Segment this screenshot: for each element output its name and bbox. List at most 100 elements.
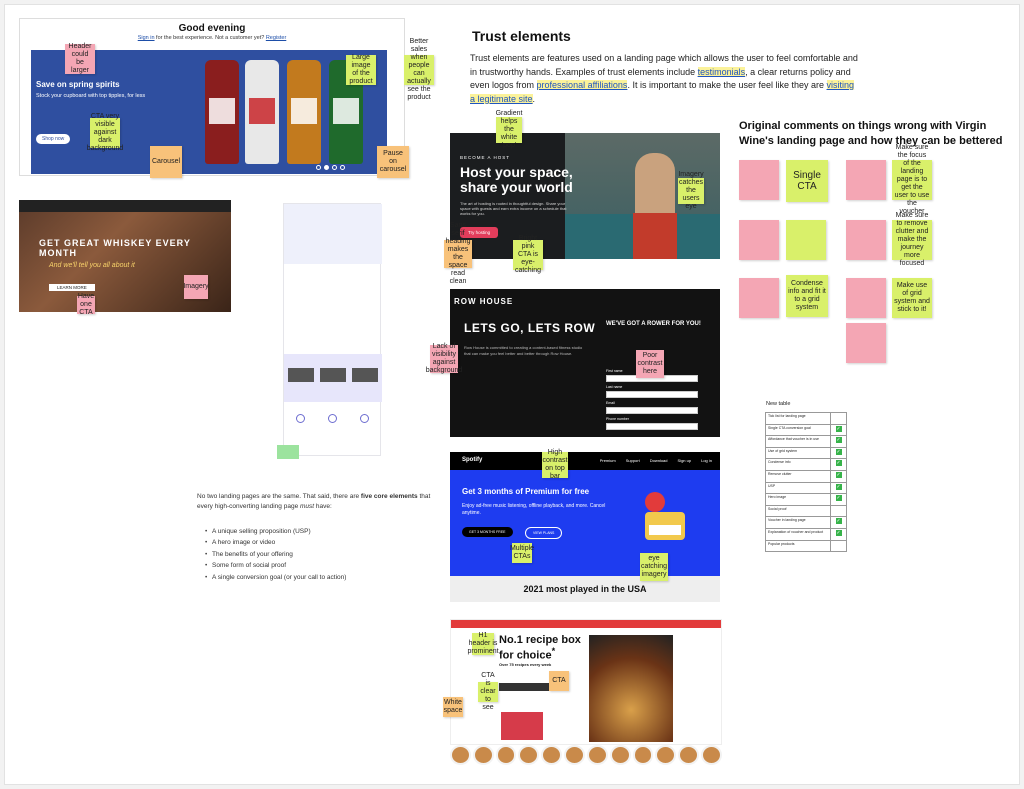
- table-cell: Voucher in landing page: [765, 516, 831, 529]
- table-cell: Explanation of voucher and product: [765, 527, 831, 541]
- field-label: Email: [606, 401, 615, 405]
- nav-link[interactable]: Premium: [599, 458, 616, 463]
- sticky-note[interactable]: Large image of the product: [346, 54, 376, 85]
- nav-link[interactable]: Support: [625, 458, 640, 463]
- airbnb-kicker: BECOME A HOST: [460, 155, 511, 160]
- check-cell[interactable]: [830, 412, 847, 425]
- sticky-note: [739, 160, 779, 200]
- sticky-note[interactable]: Multiple CTAs: [510, 543, 534, 563]
- sticky-note[interactable]: Lack of visibility against background: [425, 342, 463, 375]
- sticky-note[interactable]: Single CTA: [786, 160, 828, 202]
- sticky-note[interactable]: Carousel: [150, 146, 182, 178]
- sticky-note[interactable]: High contrast on top bar: [542, 448, 568, 481]
- sticky-note[interactable]: Make use of grid system and stick to it!: [892, 278, 932, 318]
- table-row: Single CTA conversion goal✓: [765, 423, 847, 437]
- spotify-nav: Spotify Premium Support Download Sign up…: [450, 452, 720, 470]
- sticky-note[interactable]: Better sales when people can actually se…: [404, 38, 434, 101]
- rowhouse-screenshot: ROW HOUSE LETS GO, LETS ROW Row House is…: [450, 289, 720, 437]
- whiskey-sub: And we'll tell you all about it: [49, 262, 135, 269]
- sticky-note[interactable]: CTA is clear to see: [478, 672, 498, 711]
- get-free-button[interactable]: GET 3 MONTHS FREE: [462, 527, 513, 537]
- highlight-testimonials: testimonials: [697, 66, 746, 77]
- sticky-note[interactable]: Header could be larger: [65, 43, 95, 74]
- nav-link[interactable]: Log in: [701, 458, 712, 463]
- check-cell[interactable]: ✓: [830, 516, 847, 529]
- table-cell: Condense info: [765, 458, 831, 471]
- check-icon: ✓: [835, 483, 842, 490]
- gousto-cta-button[interactable]: [499, 683, 557, 691]
- gousto-food-image: [589, 635, 673, 742]
- check-cell[interactable]: ✓: [830, 423, 847, 437]
- email-field[interactable]: [606, 407, 698, 414]
- table-cell: Remove clutter: [765, 469, 831, 483]
- try-hosting-button[interactable]: Try hosting: [460, 227, 499, 238]
- last-name-field[interactable]: [606, 391, 698, 398]
- view-plans-button[interactable]: VIEW PLANS: [525, 527, 563, 539]
- sticky-note[interactable]: Make sure the focus of the landing page …: [892, 144, 932, 215]
- sticky-note[interactable]: eye catching imagery: [640, 553, 668, 581]
- ge-signin-text: for the best experience. Not a customer …: [154, 35, 266, 41]
- phone-field[interactable]: [606, 423, 698, 430]
- learn-more-button[interactable]: LEARN MORE: [49, 284, 95, 291]
- ge-card: Good evening Sign in for the best experi…: [19, 18, 405, 176]
- check-cell[interactable]: ✓: [830, 527, 847, 541]
- check-icon: ✓: [835, 518, 842, 525]
- sticky-note[interactable]: Condense info and fit it to a grid syste…: [786, 275, 828, 317]
- table-row: Use of grid system✓: [765, 446, 847, 460]
- check-cell[interactable]: [830, 539, 847, 553]
- check-cell[interactable]: ✓: [830, 458, 847, 471]
- check-cell[interactable]: ✓: [830, 469, 847, 483]
- gousto-sub: Over 75 recipes every week: [499, 662, 552, 667]
- five-elements-intro: No two landing pages are the same. That …: [197, 493, 431, 510]
- diagram-thumb: [320, 368, 346, 382]
- register-link[interactable]: Register: [265, 35, 287, 41]
- check-cell[interactable]: ✓: [830, 446, 847, 460]
- table-cell: Use of grid system: [765, 446, 831, 460]
- check-cell[interactable]: [830, 504, 847, 518]
- ge-subtitle: Sign in for the best experience. Not a c…: [20, 35, 404, 41]
- sticky-note[interactable]: Imagery: [183, 275, 209, 299]
- sticky-note[interactable]: CTA: [549, 671, 569, 691]
- table-cell: Social proof: [765, 504, 831, 518]
- rowhouse-form-title: WE'VE GOT A ROWER FOR YOU!: [606, 321, 701, 327]
- table-row: Popular products: [765, 539, 847, 553]
- gousto-box-image: [501, 712, 543, 740]
- check-cell[interactable]: ✓: [830, 493, 847, 506]
- sticky-note[interactable]: Gradient helps the white 'pop': [496, 110, 523, 149]
- check-cell[interactable]: ✓: [830, 481, 847, 495]
- sticky-note[interactable]: H1 header is prominent: [467, 631, 499, 656]
- sticky-note: [846, 278, 886, 318]
- sticky-note[interactable]: CTA very visible against dark background: [87, 113, 124, 152]
- table-cell: Popular products: [765, 539, 831, 553]
- bottle-image: [205, 60, 239, 164]
- sticky-note[interactable]: Make sure to remove clutter and make the…: [892, 212, 932, 267]
- diagram-circle: [360, 414, 369, 423]
- nav-link[interactable]: Download: [649, 458, 668, 463]
- trust-body: Trust elements are features used on a la…: [470, 53, 858, 104]
- whiskey-nav: [19, 200, 231, 212]
- table-cell: USP: [765, 481, 831, 495]
- signin-link[interactable]: Sign in: [137, 35, 155, 41]
- shop-now-button[interactable]: Shop now: [36, 134, 71, 144]
- nav-link[interactable]: Sign up: [677, 458, 692, 463]
- field-label: Last name: [606, 385, 623, 389]
- sticky-note[interactable]: Bright pink CTA is eye-catching: [513, 235, 543, 274]
- field-label: Phone number: [606, 417, 629, 421]
- sticky-note[interactable]: Imagery catches the users eye: [678, 171, 704, 210]
- table-row: Explanation of voucher and product✓: [765, 527, 847, 541]
- sticky-note[interactable]: Sans serif heading makes the space read …: [444, 222, 472, 285]
- whiskey-headline: GET GREAT WHISKEY EVERY MONTH: [39, 238, 191, 258]
- sticky-note[interactable]: White space: [443, 697, 463, 717]
- sticky-note[interactable]: Pause on carousel: [377, 146, 409, 178]
- spotify-logo: Spotify: [462, 457, 483, 463]
- carousel-dots[interactable]: [316, 165, 345, 170]
- diagram-thumb: [352, 368, 378, 382]
- sticky-note[interactable]: Have one CTA: [77, 292, 95, 317]
- sticky-note[interactable]: Poor contrast here: [636, 350, 664, 378]
- check-cell[interactable]: ✓: [830, 435, 847, 448]
- gousto-topbar: [451, 620, 721, 628]
- sticky-note: [739, 278, 779, 318]
- unbounce-diagram: [283, 203, 382, 456]
